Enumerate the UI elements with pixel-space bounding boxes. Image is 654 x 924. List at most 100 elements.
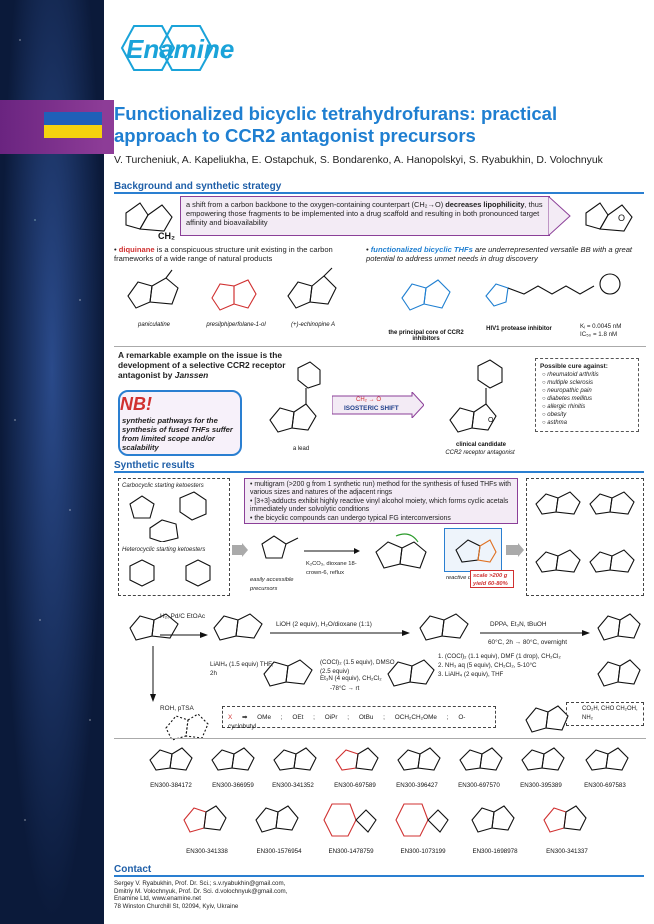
results-bullets: • multigram (>200 g from 1 synthetic run… (250, 481, 514, 523)
label-lead: a lead (292, 446, 310, 452)
results-bullet: • multigram (>200 g from 1 synthetic run… (250, 481, 511, 497)
starfield-background (0, 0, 104, 924)
strategy-box (180, 196, 550, 236)
compound-id: EN300-1073199 (400, 848, 446, 855)
r-groups: CO₂H, CHO CH₂OH, NH₂ (582, 706, 638, 721)
carbocyclic-ketoesters (129, 491, 207, 542)
alcohol-structure (263, 659, 313, 687)
nb-text: synthetic pathways for the synthesis of … (122, 416, 233, 452)
heterocyclic-ketoesters (129, 559, 211, 587)
saturated-ester (213, 613, 263, 641)
contact-line: Dmitriy M. Volochnyuk, Prof. Dr. Sci. d.… (114, 887, 288, 895)
x-groups: X ➡ OMe ; OEt ; OiPr ; OtBu ; OCH₂CH₂OMe… (228, 714, 466, 730)
arrow-icon (232, 543, 248, 557)
step-swern-3: -78°C → rt (330, 685, 360, 692)
product-structures (535, 491, 635, 573)
amine-structure (597, 613, 641, 641)
compound-row-1-structures (149, 747, 629, 771)
cure-heading: Possible cure against: (540, 363, 608, 370)
label-echinopine: (+)-echinopine A (291, 322, 335, 328)
cure-item: ○ multiple sclerosis (542, 380, 593, 386)
enamine-logo (120, 25, 214, 71)
svg-text:O: O (488, 417, 494, 424)
step-amide-1: 1. (COCl)₂ (1.1 equiv), DMF (1 drop), CH… (438, 653, 561, 660)
nb-tag: NB! (120, 394, 152, 414)
cure-item: ○ allergic rhinitis (542, 404, 586, 410)
step-dppa-2: 60°C, 2h → 80°C, overnight (488, 639, 567, 646)
aminomethyl-structure (597, 659, 641, 687)
ki-value: Kᵢ = 0.0045 nM (580, 323, 622, 330)
diquinane-structure: CH₂ (125, 202, 175, 241)
compound-id: EN300-697583 (584, 782, 626, 789)
aldehyde-structure (387, 659, 435, 687)
isosteric-arrow (332, 392, 424, 418)
section-contact: Contact (114, 864, 644, 877)
reaction-arrow (480, 630, 590, 636)
clinical-candidate-structure: O (449, 359, 503, 433)
echinopine-structure (287, 267, 337, 309)
contact-line: Sergey V. Ryabukhin, Prof. Dr. Sci.; s.v… (114, 880, 286, 887)
compound-id: EN300-384172 (150, 782, 192, 789)
step-lioh: LiOH (2 equiv), H₂O/dioxane (1:1) (276, 621, 372, 628)
compound-id: EN300-1576954 (256, 848, 302, 855)
label-clinical: clinical candidate (455, 442, 507, 448)
step-dppa: DPPA, Et₃N, tBuOH (490, 621, 547, 628)
ic50-value: IC₅₀ = 1.8 nM (580, 331, 618, 338)
reagents-1: K₂CO₃, dioxane 18-crown-6, reflux (306, 561, 357, 576)
compound-id: EN300-697589 (334, 782, 376, 789)
results-bullet: • the bicyclic compounds can undergo typ… (250, 514, 451, 522)
ukraine-flag-icon (44, 112, 102, 138)
intermediate-structure (375, 533, 427, 569)
starting-ketoesters-box (118, 478, 230, 596)
compound-id: EN300-341338 (186, 848, 228, 855)
yield-text: yield 60-80% (473, 581, 508, 587)
poster-panel (104, 0, 654, 924)
cure-item: ○ obesity (542, 412, 567, 418)
cure-item: ○ diabetes mellitus (542, 396, 592, 402)
contact-line: Enamine Ltd, www.enamine.net (114, 895, 202, 903)
strategy-text: a shift from a carbon backbone to the ox… (186, 200, 543, 227)
results-bullet: • [3+3]-adducts exhibit highly reactive … (250, 497, 509, 514)
presilphiperfolane-structure (211, 279, 257, 311)
contact-info: Sergey V. Ryabukhin, Prof. Dr. Sci.; s.v… (114, 880, 287, 910)
label-clinical-sub: CCR2 receptor antagonist (445, 450, 515, 456)
compound-id: EN300-697570 (458, 782, 500, 789)
section-background: Background and synthetic strategy (114, 181, 644, 194)
cure-list: ○ rheumatoid arthritis ○ multiple sclero… (542, 371, 599, 427)
compound-id: EN300-1478759 (328, 848, 374, 855)
scale-text: scale >200 g (473, 573, 508, 579)
r-groups-box (566, 702, 644, 726)
svg-text:O: O (618, 213, 625, 223)
easy-label: easily accessible precursors (250, 577, 294, 592)
acid-structure (419, 613, 469, 641)
cure-item: ○ neuropathic pain (542, 388, 592, 394)
reactive-structure (455, 539, 497, 563)
reaction-arrow (160, 632, 208, 638)
carbocyclic-label: Carbocyclic starting ketoesters (122, 483, 204, 489)
products-box (526, 478, 644, 596)
step-swern-1: (COCl)₂ (1.5 equiv), DMSO (2.5 equiv) (320, 659, 395, 675)
arrow-icon (548, 196, 571, 236)
lead-structure (269, 361, 321, 433)
cure-item: ○ asthma (542, 420, 567, 426)
heterocyclic-label: Heterocyclic starting ketoesters (122, 547, 206, 553)
reaction-arrow (304, 548, 360, 554)
reactive-bond-box (444, 528, 502, 572)
compound-id: EN300-341352 (272, 782, 314, 789)
paniculatine-structure (127, 269, 179, 309)
step-swern-2: Et₃N (4 equiv), CH₂Cl₂ (320, 675, 382, 682)
compound-id: EN300-1698978 (472, 848, 518, 855)
reaction-arrow (270, 630, 410, 636)
brand-name: Enamine (126, 34, 235, 64)
x-groups-box (222, 706, 496, 728)
step-amide-3: 3. LiAlH₄ (2 equiv), THF (438, 671, 504, 678)
cure-box (535, 358, 639, 432)
step-hydrog: H₂, Pd/C EtOAc (160, 613, 206, 620)
hiv-inhibitor-structure (485, 273, 621, 307)
isosteric-label: ISOSTERIC SHIFT (344, 405, 399, 412)
poster-title: Functionalized bicyclic tetrahydrofurans… (114, 103, 558, 146)
label-presilphiperfolane: presilphiperfolane-1-ol (206, 322, 266, 328)
cure-item: ○ rheumatoid arthritis (542, 372, 599, 378)
bicyclic-thf-structure: O (585, 202, 633, 232)
step-amide-2: 2. NH₃ aq (5 equiv), CH₂Cl₂, 5-10°C (438, 662, 537, 669)
